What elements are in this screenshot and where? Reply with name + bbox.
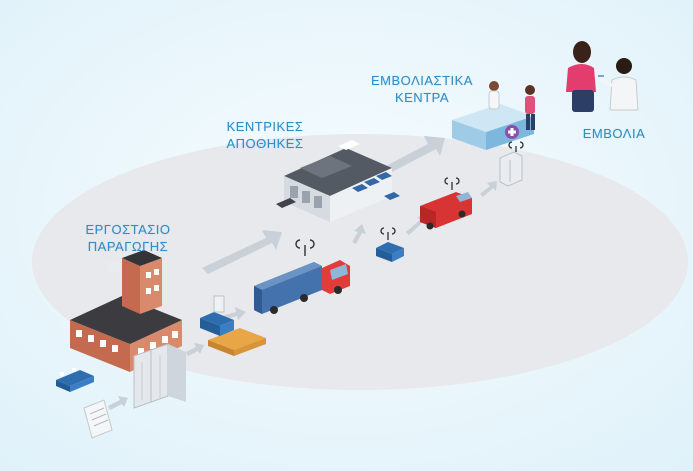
arrow-factory-to-warehouse — [202, 230, 282, 274]
cold-storage-door-icon — [133, 343, 186, 409]
label-warehouse-line1: ΚΕΝΤΡΙΚΕΣ — [226, 119, 304, 134]
vaccination-icon — [566, 41, 639, 112]
factory-icon — [70, 250, 182, 372]
arrow-truck-to-depot — [352, 224, 366, 244]
label-factory: ΕΡΓΟΣΤΑΣΙΟ ΠΑΡΑΓΩΓΗΣ — [72, 221, 184, 255]
depot-box-icon — [376, 227, 404, 262]
supply-chain-ellipse — [32, 134, 688, 390]
label-centers-line2: ΚΕΝΤΡΑ — [394, 90, 450, 105]
arrow-warehouse-to-centers — [386, 136, 445, 172]
arrow-van-to-clinic — [480, 181, 497, 197]
clinic-icon — [452, 81, 535, 150]
label-factory-line2: ΠΑΡΑΓΩΓΗΣ — [87, 239, 169, 254]
warehouse-icon — [276, 140, 400, 222]
arrow-door-to-pallet — [186, 343, 204, 356]
van-icon — [420, 177, 472, 230]
vaccine-fridge-icon — [499, 141, 524, 187]
truck-icon — [254, 239, 350, 314]
arrow-input-to-door — [108, 396, 128, 410]
label-warehouse: ΚΕΝΤΡΙΚΕΣ ΑΠΟΘΗΚΕΣ — [212, 118, 318, 152]
pallet-scanner-icon — [200, 295, 266, 356]
flow-arrows — [108, 136, 497, 410]
documents-icon — [83, 399, 113, 439]
label-centers: ΕΜΒΟΛΙΑΣΤΙΚΑ ΚΕΝΤΡΑ — [360, 72, 484, 106]
label-factory-line1: ΕΡΓΟΣΤΑΣΙΟ — [85, 222, 171, 237]
label-centers-line1: ΕΜΒΟΛΙΑΣΤΙΚΑ — [371, 73, 473, 88]
raw-materials-icon — [56, 368, 94, 392]
label-vaccination-line1: ΕΜΒΟΛΙΑ — [582, 126, 646, 141]
label-warehouse-line2: ΑΠΟΘΗΚΕΣ — [226, 136, 304, 151]
label-vaccination: ΕΜΒΟΛΙΑ — [566, 125, 662, 142]
